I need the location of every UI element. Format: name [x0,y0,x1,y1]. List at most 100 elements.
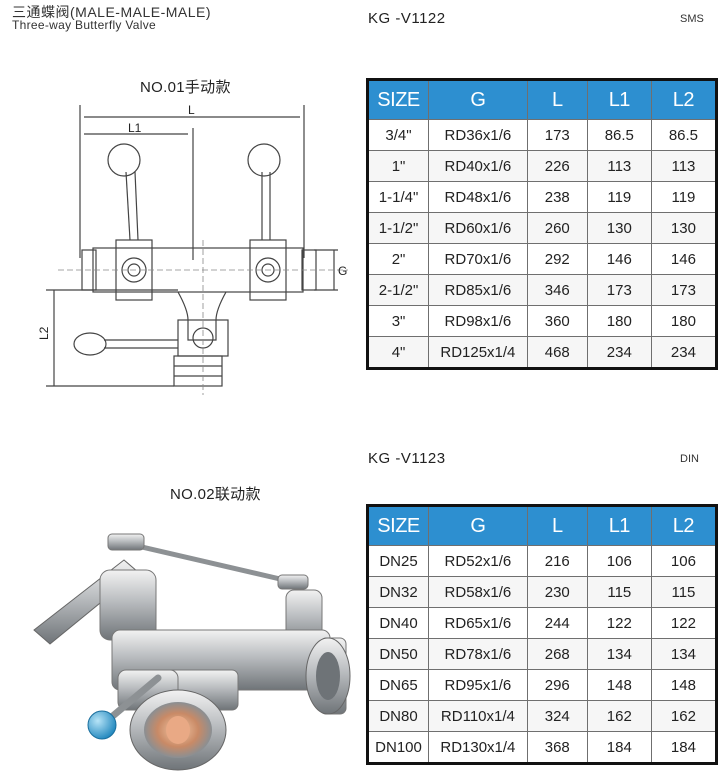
cell-l1: 113 [586,150,652,182]
cell-size: DN32 [365,576,430,608]
cell-size: DN65 [365,669,430,701]
table-header-row: SIZE G L L1 L2 [365,504,719,546]
cell-l2: 86.5 [650,119,719,151]
product2-standard: DIN [680,453,699,465]
valve-product-photo [33,533,351,771]
cell-l1: 134 [586,638,652,670]
product2-variant-title: NO.02联动款 [170,486,261,503]
cell-l: 238 [526,181,588,213]
cell-size: DN40 [365,607,430,639]
cell-l: 360 [526,305,588,337]
cell-l: 468 [526,336,588,370]
col-header-size: SIZE [365,78,430,120]
cell-l1: 130 [586,212,652,244]
cell-size: 1-1/2" [365,212,430,244]
cell-l2: 134 [650,638,719,670]
document-title-cn: 三通蝶阀(MALE-MALE-MALE) [12,4,212,20]
cell-l: 216 [526,545,588,577]
col-header-l2: L2 [650,504,719,546]
col-header-g: G [428,78,528,120]
cell-l2: 146 [650,243,719,275]
cell-g: RD78x1/6 [428,638,528,670]
cell-size: 2-1/2" [365,274,430,306]
cell-l1: 234 [586,336,652,370]
cell-l1: 148 [586,669,652,701]
cell-l: 292 [526,243,588,275]
cell-size: 1-1/4" [365,181,430,213]
cell-size: 3" [365,305,430,337]
col-header-l1: L1 [586,78,652,120]
cell-size: DN100 [365,731,430,765]
cell-l1: 184 [586,731,652,765]
cell-l2: 180 [650,305,719,337]
col-header-l1: L1 [586,504,652,546]
cell-g: RD60x1/6 [428,212,528,244]
cell-l: 268 [526,638,588,670]
document-title-en: Three-way Butterfly Valve [12,18,156,32]
col-header-l: L [526,504,588,546]
cell-g: RD130x1/4 [428,731,528,765]
cell-l: 346 [526,274,588,306]
cell-l1: 106 [586,545,652,577]
cell-l2: 130 [650,212,719,244]
cell-l: 296 [526,669,588,701]
cell-l2: 119 [650,181,719,213]
product1-model: KG -V1122 [368,10,446,27]
product2-model: KG -V1123 [368,450,446,467]
cell-g: RD70x1/6 [428,243,528,275]
table-header-row: SIZE G L L1 L2 [365,78,719,120]
cell-l2: 162 [650,700,719,732]
cell-size: 2" [365,243,430,275]
cell-g: RD48x1/6 [428,181,528,213]
dim-label-L2: L2 [38,326,51,340]
cell-l: 244 [526,607,588,639]
cell-g: RD58x1/6 [428,576,528,608]
cell-size: DN50 [365,638,430,670]
cell-g: RD95x1/6 [428,669,528,701]
cell-l: 324 [526,700,588,732]
cell-l2: 122 [650,607,719,639]
product1-variant-title: NO.01手动款 [140,79,231,96]
cell-l2: 173 [650,274,719,306]
valve-technical-drawing: L L1 G L2 [38,103,348,395]
dim-label-L1: L1 [128,121,142,135]
cell-g: RD65x1/6 [428,607,528,639]
cell-l1: 180 [586,305,652,337]
cell-l: 173 [526,119,588,151]
cell-g: RD110x1/4 [428,700,528,732]
cell-l1: 162 [586,700,652,732]
cell-l2: 115 [650,576,719,608]
cell-l2: 106 [650,545,719,577]
cell-size: DN80 [365,700,430,732]
cell-l1: 173 [586,274,652,306]
col-header-l: L [526,78,588,120]
col-header-size: SIZE [365,504,430,546]
col-header-l2: L2 [650,78,719,120]
cell-size: 1" [365,150,430,182]
cell-l1: 119 [586,181,652,213]
cell-l: 260 [526,212,588,244]
cell-l2: 184 [650,731,719,765]
cell-l1: 122 [586,607,652,639]
cell-l: 230 [526,576,588,608]
cell-g: RD85x1/6 [428,274,528,306]
cell-g: RD36x1/6 [428,119,528,151]
cell-l: 368 [526,731,588,765]
cell-l: 226 [526,150,588,182]
